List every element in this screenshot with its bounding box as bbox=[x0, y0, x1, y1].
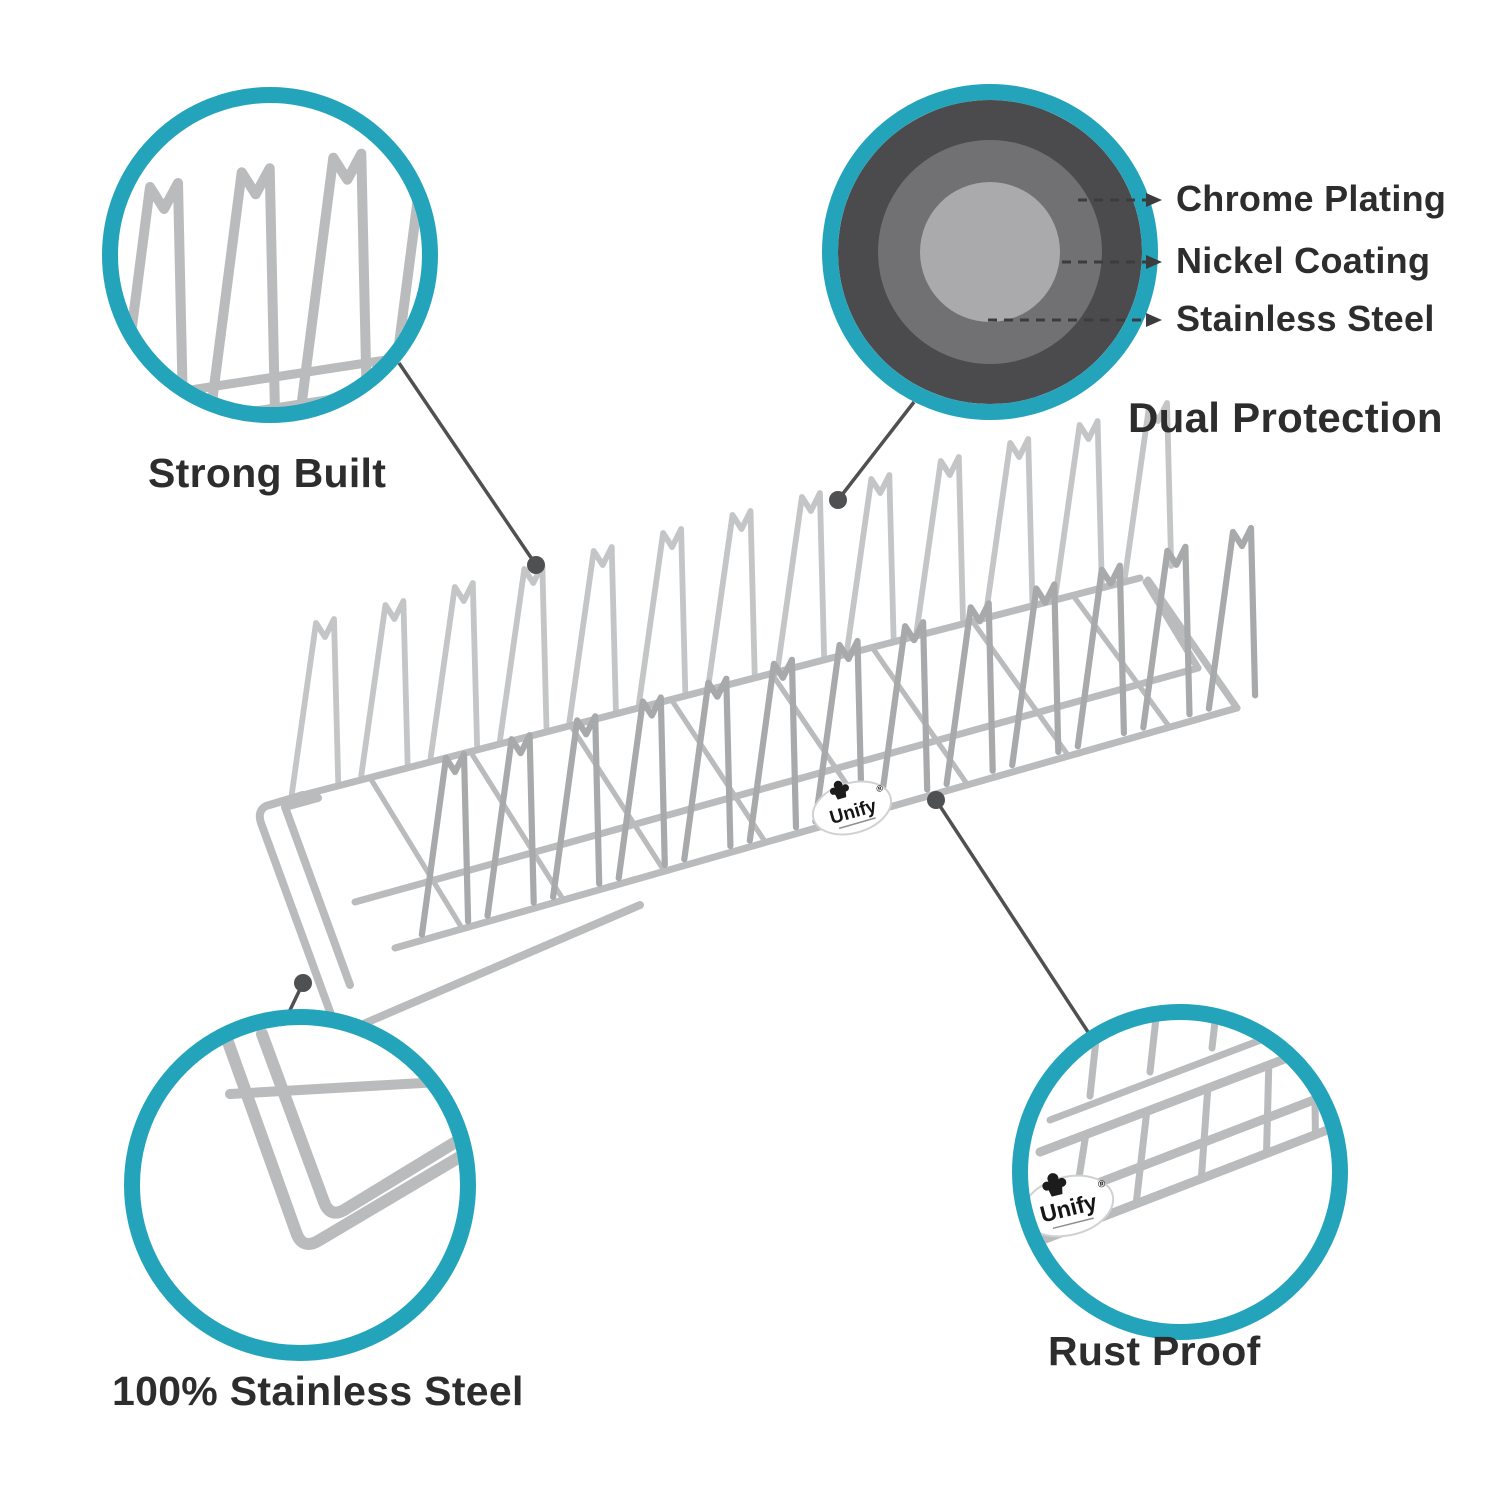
arrowhead-icon bbox=[1146, 193, 1162, 207]
callout-circle-stainless bbox=[124, 1009, 476, 1361]
chrome-plating-label: Chrome Plating bbox=[1176, 178, 1447, 219]
arrowhead-icon bbox=[1146, 255, 1162, 269]
callout-circle-strong-built bbox=[102, 87, 438, 423]
callout-bg bbox=[140, 1025, 460, 1345]
rack-back-prongs bbox=[288, 400, 1175, 797]
teal-ring bbox=[822, 84, 1158, 420]
logo-tagline-line bbox=[1052, 1217, 1094, 1230]
strong-built-label: Strong Built bbox=[148, 450, 387, 496]
connector-dot bbox=[527, 556, 545, 574]
callout-bg bbox=[1028, 1020, 1332, 1324]
zoom-prong-stubs bbox=[1086, 1020, 1286, 1100]
connector-dot bbox=[829, 491, 847, 509]
callout-circle-dual-protection bbox=[822, 84, 1162, 420]
unify-logo: Unify ® bbox=[811, 780, 893, 836]
logo-tagline-line bbox=[838, 817, 876, 830]
rack-front-prongs bbox=[418, 524, 1259, 938]
connector-rust-proof bbox=[927, 791, 1090, 1033]
connector-line bbox=[934, 799, 1090, 1033]
chef-hat-icon bbox=[1042, 1173, 1067, 1197]
stainless-steel-label: Stainless Steel bbox=[1176, 298, 1435, 339]
connector-dot bbox=[927, 791, 945, 809]
dual-protection-label: Dual Protection bbox=[1128, 394, 1443, 441]
nickel-coating-label: Nickel Coating bbox=[1176, 240, 1431, 281]
connector-line bbox=[836, 400, 916, 502]
logo-oval bbox=[811, 780, 893, 836]
teal-ring bbox=[1012, 1004, 1348, 1340]
layer-arrows bbox=[988, 193, 1162, 327]
rust-proof-label: Rust Proof bbox=[1048, 1328, 1261, 1374]
arrowhead-icon bbox=[1146, 313, 1162, 327]
registered-mark: ® bbox=[1097, 1178, 1107, 1191]
registered-mark: ® bbox=[875, 783, 884, 795]
stainless-100-label: 100% Stainless Steel bbox=[112, 1368, 524, 1414]
connector-dual-protection bbox=[829, 400, 916, 509]
logo-oval bbox=[1028, 1174, 1115, 1238]
unify-logo-zoom: Unify ® bbox=[1028, 1173, 1115, 1238]
teal-ring bbox=[102, 87, 438, 423]
chef-hat-icon bbox=[829, 780, 849, 800]
connector-dot bbox=[294, 974, 312, 992]
callout-circle-rust-proof: Unify ® bbox=[1012, 1004, 1348, 1340]
teal-ring bbox=[124, 1009, 476, 1361]
plate-rack-illustration: Unify ® bbox=[255, 400, 1259, 1035]
connector-strong-built bbox=[397, 362, 545, 574]
zoom-prongs bbox=[118, 134, 422, 407]
connector-line bbox=[397, 362, 538, 566]
layer-steel-disc bbox=[920, 182, 1060, 322]
